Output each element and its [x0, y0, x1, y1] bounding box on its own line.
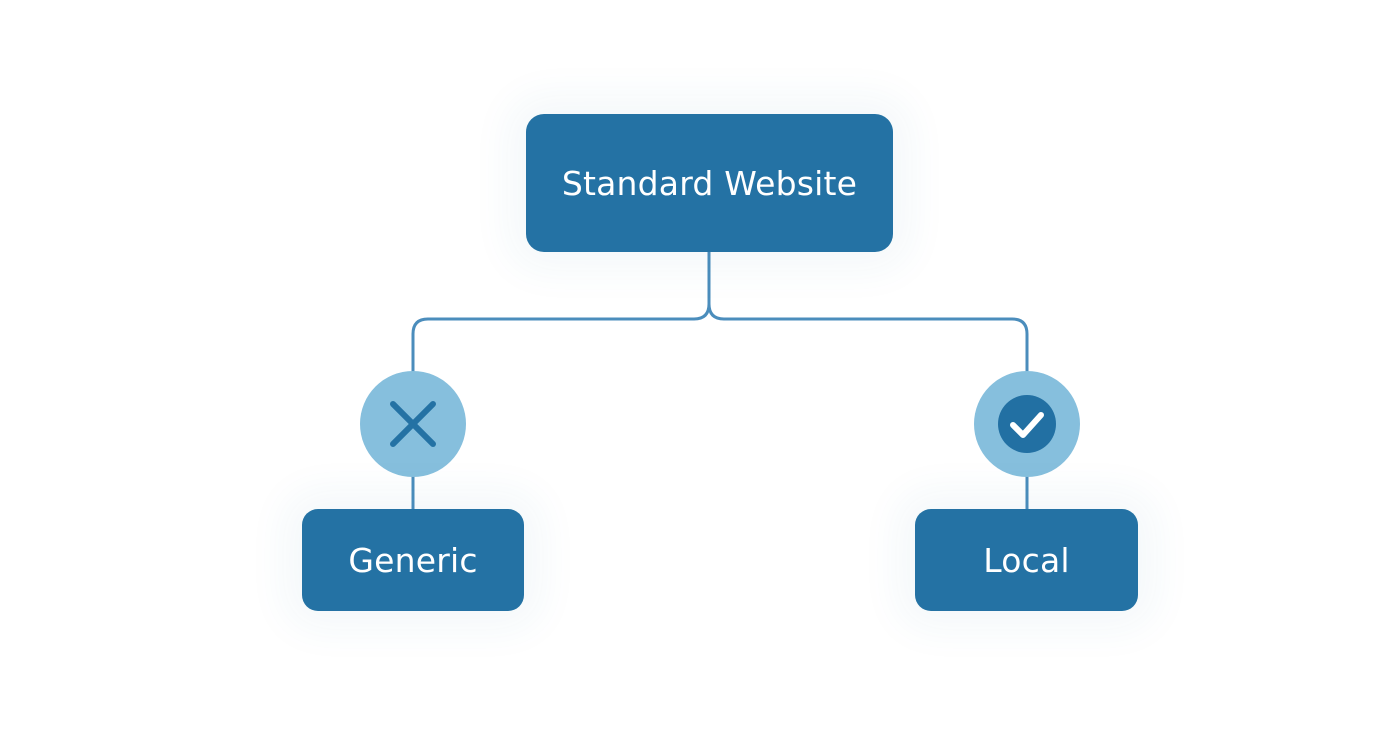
connector-trunk: [411, 250, 711, 373]
branch-node-label-generic: Generic: [348, 540, 478, 580]
connector-right-branch: [707, 302, 1029, 373]
rejected-badge: [360, 371, 466, 477]
x-icon: [390, 401, 436, 447]
check-circle-icon: [998, 395, 1056, 453]
branch-node-local: Local: [915, 509, 1138, 611]
branch-node-generic: Generic: [302, 509, 524, 611]
branch-node-label-local: Local: [983, 540, 1070, 580]
root-node-label: Standard Website: [561, 163, 858, 203]
approved-badge: [974, 371, 1080, 477]
root-node-standard-website: Standard Website: [526, 114, 893, 252]
